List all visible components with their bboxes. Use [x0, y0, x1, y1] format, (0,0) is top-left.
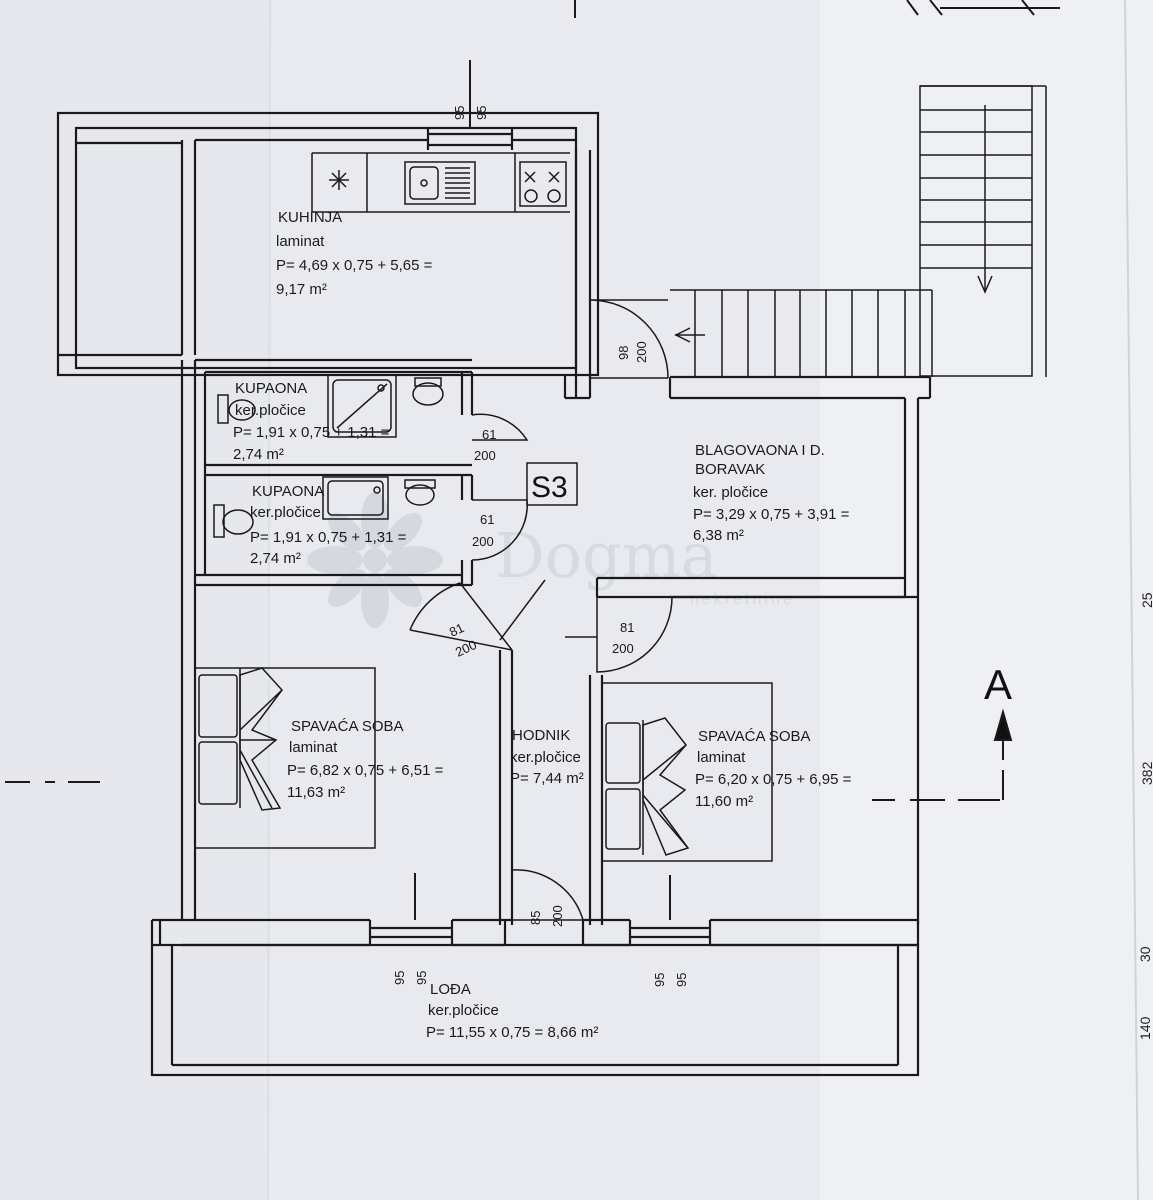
- bath2-door-height: 200: [472, 534, 494, 549]
- room-hall: HODNIK ker.pločice P= 7,44 m²: [510, 727, 584, 787]
- hall-door-width: 85: [528, 911, 543, 925]
- bath2-floor: ker.pločice: [250, 504, 321, 521]
- dining-formula: P= 3,29 x 0,75 + 3,91 =: [693, 506, 850, 523]
- bed1-floor: laminat: [289, 739, 338, 756]
- bed2-door-height: 200: [612, 641, 634, 656]
- section-marker: A: [984, 661, 1012, 708]
- edge-dim-2: 382: [1139, 761, 1153, 785]
- bed1-window-dim-a: 95: [392, 971, 407, 985]
- shower-icon: [322, 476, 389, 520]
- door-dimensions: 98 200 61 200 61 200 81 200 81 200 85 20…: [447, 341, 649, 927]
- room-bath-1: KUPAONA ker.pločice P= 1,91 x 0,75 + 1,3…: [233, 380, 390, 463]
- loggia-floor: ker.pločice: [428, 1002, 499, 1019]
- top-window-dim-a: 95: [452, 106, 467, 120]
- fixtures: [194, 152, 773, 862]
- watermark-brand: Dogma: [495, 519, 717, 592]
- edge-dim-4: 140: [1137, 1016, 1153, 1040]
- kitchen-name: KUHINJA: [278, 209, 342, 226]
- hall-door-swing-icon: [511, 869, 585, 921]
- dining-name-line1: BLAGOVAONA I D.: [695, 442, 825, 459]
- bed2-window-dim-b: 95: [674, 973, 689, 987]
- shower-icon: [327, 374, 397, 438]
- dining-floor: ker. pločice: [693, 484, 768, 501]
- bed1-door-width: 81: [447, 620, 466, 640]
- loggia-formula: P= 11,55 x 0,75 = 8,66 m²: [426, 1024, 598, 1041]
- room-dining: BLAGOVAONA I D. BORAVAK ker. pločice P= …: [693, 442, 850, 544]
- room-bath-2: KUPAONA ker.pločice P= 1,91 x 0,75 + 1,3…: [250, 483, 407, 567]
- bed2-formula: P= 6,20 x 0,75 + 6,95 =: [695, 771, 852, 788]
- edge-dim-3: 30: [1137, 946, 1153, 962]
- bed2-door-width: 81: [620, 620, 634, 635]
- entry-door-width: 98: [616, 346, 631, 360]
- bath1-name: KUPAONA: [235, 380, 307, 397]
- staircase: [670, 85, 1047, 377]
- bath2-name: KUPAONA: [252, 483, 324, 500]
- hall-door-height: 200: [550, 905, 565, 927]
- bath1-door-width: 61: [482, 427, 496, 442]
- loggia-name: LOĐA: [430, 981, 471, 998]
- window-dimensions: 95 95 95 95 95 95: [392, 106, 689, 987]
- bath1-door-swing-icon: [471, 413, 529, 441]
- bed-icon: [601, 682, 773, 862]
- toilet-icon: [404, 479, 436, 506]
- doors: [409, 299, 673, 921]
- room-bedroom-1: SPAVAĆA SOBA laminat P= 6,82 x 0,75 + 6,…: [287, 718, 444, 801]
- bath1-area: 2,74 m²: [233, 446, 284, 463]
- room-kitchen: KUHINJA laminat P= 4,69 x 0,75 + 5,65 = …: [276, 209, 433, 298]
- toilet-icon: [412, 377, 444, 406]
- bed1-formula: P= 6,82 x 0,75 + 6,51 =: [287, 762, 444, 779]
- bath2-formula: P= 1,91 x 0,75 + 1,31 =: [250, 529, 407, 546]
- bed1-name: SPAVAĆA SOBA: [291, 718, 404, 735]
- hall-floor: ker.pločice: [510, 749, 581, 766]
- bed2-window-dim-a: 95: [652, 973, 667, 987]
- sink-icon: [404, 161, 476, 205]
- section-lines: [5, 0, 1060, 920]
- entry-door-swing-icon: [589, 299, 669, 379]
- unit-label: S3: [526, 462, 578, 506]
- kitchen-formula: P= 4,69 x 0,75 + 5,65 =: [276, 257, 433, 274]
- watermark: Dogma nekretnine: [307, 492, 795, 628]
- bath2-area: 2,74 m²: [250, 550, 301, 567]
- watermark-sub: nekretnine: [690, 591, 795, 608]
- bath2-door-swing-icon: [471, 499, 528, 561]
- bed-icon: [194, 667, 376, 849]
- bed2-door-swing-icon: [596, 596, 673, 673]
- walls: [56, 111, 932, 1077]
- washbasin-icon: [217, 394, 256, 424]
- edge-dimensions: 25 382 30 140: [1137, 592, 1153, 1040]
- bath2-door-width: 61: [480, 512, 494, 527]
- stove-icon: [519, 161, 567, 207]
- kitchen-area: 9,17 m²: [276, 281, 327, 298]
- entry-door-height: 200: [634, 341, 649, 363]
- bed2-floor: laminat: [697, 749, 746, 766]
- bed2-name: SPAVAĆA SOBA: [698, 728, 811, 745]
- room-bedroom-2: SPAVAĆA SOBA laminat P= 6,20 x 0,75 + 6,…: [695, 728, 852, 810]
- dining-area: 6,38 m²: [693, 527, 744, 544]
- hall-name: HODNIK: [512, 727, 570, 744]
- kitchen-floor: laminat: [276, 233, 325, 250]
- bath1-door-height: 200: [474, 448, 496, 463]
- room-loggia: LOĐA ker.pločice P= 11,55 x 0,75 = 8,66 …: [426, 981, 598, 1041]
- top-window-dim-b: 95: [474, 106, 489, 120]
- unit-label-text: S3: [531, 471, 568, 504]
- edge-dim-1: 25: [1139, 592, 1153, 608]
- bath1-formula: P= 1,91 x 0,75 + 1,31 =: [233, 424, 390, 441]
- dining-name-line2: BORAVAK: [695, 461, 765, 478]
- hall-formula: P= 7,44 m²: [510, 770, 584, 787]
- bed1-window-dim-b: 95: [414, 971, 429, 985]
- bath1-floor: ker.pločice: [235, 402, 306, 419]
- watermark-flower-icon: [307, 492, 443, 628]
- bed1-area: 11,63 m²: [287, 784, 345, 801]
- bed1-door-swing-icon: [409, 582, 513, 651]
- fridge-icon: [329, 170, 349, 190]
- bed2-area: 11,60 m²: [695, 793, 753, 810]
- washbasin-icon: [213, 504, 254, 538]
